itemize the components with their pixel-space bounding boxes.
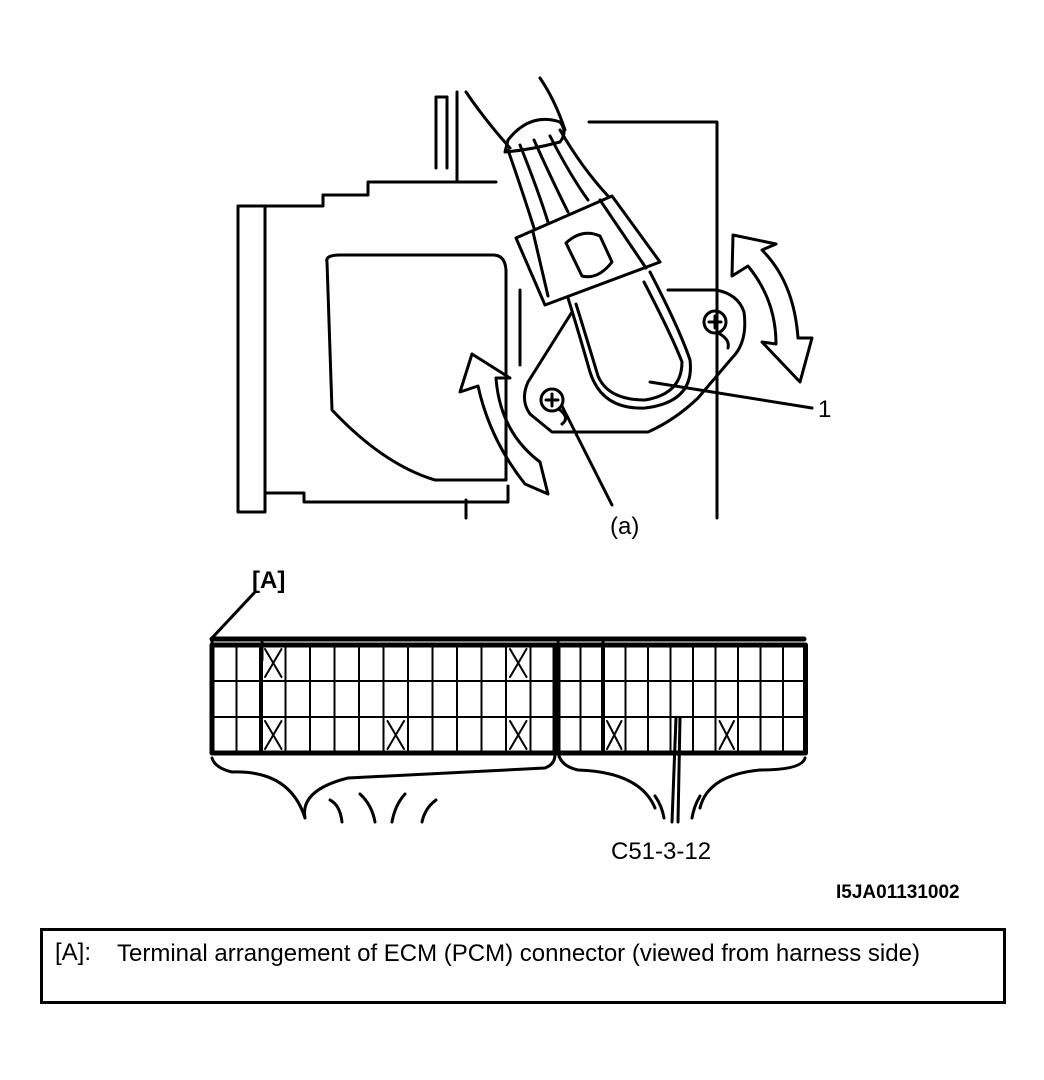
throttle-body [236, 90, 719, 520]
terminal-cell [407, 680, 434, 718]
terminal-cell [737, 644, 762, 682]
terminal-cell [480, 716, 507, 754]
terminal-label: C51-3-12 [611, 838, 712, 865]
terminal-cell [431, 716, 458, 754]
terminal-cell [692, 716, 717, 754]
terminal-cell [579, 680, 604, 718]
terminal-cell [669, 680, 694, 718]
terminal-cell [737, 716, 762, 754]
legend-key: [A]: [55, 939, 92, 966]
terminal-cell [431, 644, 458, 682]
terminal-cell [782, 680, 807, 718]
terminal-cell [714, 644, 739, 682]
terminal-cell [624, 716, 649, 754]
terminal-cell [759, 716, 784, 754]
terminal-cell [235, 644, 262, 682]
figure-code: I5JA01131002 [836, 882, 960, 903]
terminal-cell [309, 680, 336, 718]
terminal-cell [382, 680, 409, 718]
terminal-cell [407, 644, 434, 682]
terminal-cell [382, 644, 409, 682]
throttle-position-sensor [523, 270, 747, 434]
legend-box: [A]: Terminal arrangement of ECM (PCM) c… [40, 928, 1006, 1004]
terminal-cell [579, 644, 604, 682]
blocked-terminal-mark [718, 720, 735, 750]
terminal-cell [235, 680, 262, 718]
terminal-cell [284, 716, 311, 754]
blocked-terminal-mark [606, 720, 623, 750]
terminal-cell [557, 644, 582, 682]
terminal-cell [782, 716, 807, 754]
terminal-cell [480, 680, 507, 718]
blocked-terminal-mark [264, 720, 283, 750]
leader-line-connector-a [210, 590, 257, 640]
terminal-cell [456, 680, 483, 718]
terminal-cell [624, 680, 649, 718]
terminal-cell [692, 680, 717, 718]
terminal-cell [714, 680, 739, 718]
terminal-cell [579, 716, 604, 754]
terminal-cell [211, 716, 238, 754]
terminal-cell [480, 644, 507, 682]
adjust-arrow-right [730, 233, 814, 384]
terminal-cell [692, 644, 717, 682]
terminal-cell [505, 680, 532, 718]
terminal-cell [759, 680, 784, 718]
terminal-cell [647, 644, 672, 682]
terminal-cell [647, 716, 672, 754]
terminal-cell [260, 680, 287, 718]
connector-a-label: [A] [252, 567, 286, 594]
terminal-cell [235, 716, 262, 754]
terminal-cell [602, 680, 627, 718]
terminal-cell [333, 680, 360, 718]
terminal-cell [211, 680, 238, 718]
terminal-cell [431, 680, 458, 718]
terminal-cell [529, 716, 556, 754]
terminal-cell [782, 644, 807, 682]
connector-right-block [555, 638, 808, 756]
terminal-cell [602, 644, 627, 682]
blocked-terminal-mark [386, 720, 405, 750]
terminal-cell [557, 716, 582, 754]
legend-text: Terminal arrangement of ECM (PCM) connec… [117, 940, 920, 967]
terminal-cell [647, 680, 672, 718]
terminal-cell [529, 644, 556, 682]
terminal-cell [624, 644, 649, 682]
blocked-terminal-mark [509, 648, 528, 678]
terminal-cell [529, 680, 556, 718]
bolt-a-label: (a) [610, 513, 640, 540]
adjust-arrow-left [458, 352, 550, 496]
leader-line-part-1 [648, 380, 814, 410]
part-1-label: 1 [818, 396, 832, 423]
terminal-cell [333, 644, 360, 682]
terminal-cell [358, 680, 385, 718]
connector-left-block [209, 638, 558, 756]
terminal-cell [333, 716, 360, 754]
blocked-terminal-mark [509, 720, 528, 750]
terminal-cell [358, 644, 385, 682]
terminal-cell [284, 644, 311, 682]
terminal-cell [737, 680, 762, 718]
connector-plug [514, 194, 662, 307]
terminal-cell [456, 716, 483, 754]
terminal-cell [309, 644, 336, 682]
terminal-cell [309, 716, 336, 754]
terminal-cell [456, 644, 483, 682]
terminal-cell [211, 644, 238, 682]
terminal-cell [669, 644, 694, 682]
ecm-connector [209, 636, 808, 824]
terminal-cell [557, 680, 582, 718]
blocked-terminal-mark [264, 648, 283, 678]
leader-line-terminal [670, 716, 682, 824]
wire-harness [464, 76, 610, 230]
leader-line-bolt-a [560, 404, 614, 507]
terminal-cell [358, 716, 385, 754]
terminal-cell [759, 644, 784, 682]
terminal-cell [407, 716, 434, 754]
terminal-cell [284, 680, 311, 718]
